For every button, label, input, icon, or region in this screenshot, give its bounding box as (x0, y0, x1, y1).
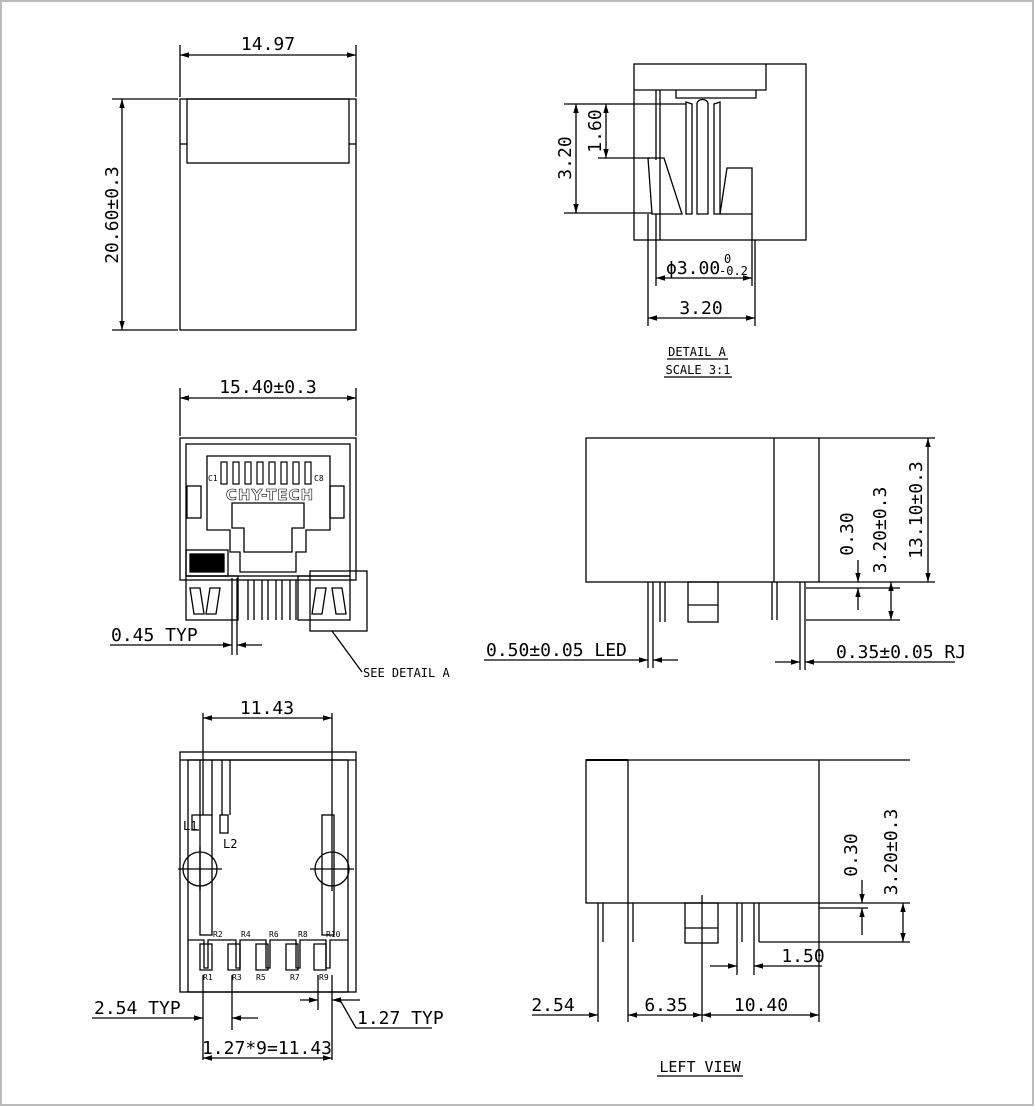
detail-a-phi-upper-tol: 0 (724, 252, 731, 266)
side-view-3-20-label: 3.20±0.3 (870, 487, 891, 574)
label-c1: C1 (208, 474, 218, 483)
brand-logo: CHY-TECH (226, 486, 314, 504)
pin-labels-bottom: R1 R3 R5 R7 R9 (203, 973, 329, 982)
detail-a-1-60-label: 1.60 (585, 109, 606, 152)
contact-pins (220, 461, 312, 485)
left-view (532, 759, 910, 1077)
top-view-body (179, 98, 357, 331)
label-c8: C8 (314, 474, 324, 483)
top-view-width-label: 14.97 (241, 34, 295, 55)
side-view-post (687, 581, 719, 623)
top-view (112, 45, 357, 331)
bottom-view-width-label: 11.43 (240, 698, 294, 719)
front-view-width-label: 15.40±0.3 (219, 377, 317, 398)
pin-width-typ-label: 0.45 TYP (111, 625, 198, 646)
detail-a (564, 63, 807, 378)
pin-label: R9 (319, 973, 329, 982)
left-view-title: LEFT VIEW (659, 1058, 741, 1076)
rj-pin-dim-label: 0.35±0.05 RJ (836, 642, 966, 663)
detail-a-callout-box (309, 570, 368, 632)
detail-a-3-20-v-label: 3.20 (555, 136, 576, 179)
pin-label: R7 (290, 973, 300, 982)
pin-label: R6 (269, 930, 279, 939)
left-view-3-20-label: 3.20±0.3 (881, 809, 902, 896)
led-window-left (186, 485, 202, 519)
detail-a-phi-label: ϕ3.00 (666, 258, 720, 279)
detail-a-outline (633, 63, 807, 241)
pin-label: R1 (203, 973, 213, 982)
led-pin-dim-label: 0.50±0.05 LED (486, 640, 627, 661)
top-view-height-label: 20.60±0.3 (102, 166, 123, 264)
pitch-total-label: 1.27*9=11.43 (202, 1038, 332, 1059)
bottom-view (92, 713, 432, 1061)
pin-label: R10 (326, 930, 341, 939)
left-view-body (585, 759, 820, 904)
side-view (484, 437, 955, 670)
pin-label: R5 (256, 973, 266, 982)
rj45-opening (206, 455, 331, 573)
led-window-right (329, 485, 345, 519)
pin-label: R2 (213, 930, 223, 939)
see-detail-a-label: SEE DETAIL A (363, 666, 450, 680)
left-view-6-35-label: 6.35 (644, 995, 687, 1016)
detail-a-phi-lower-tol: -0.2 (719, 264, 748, 278)
pin-labels-top: R2 R4 R6 R8 R10 (213, 930, 341, 939)
left-view-10-40-label: 10.40 (734, 995, 788, 1016)
pitch-1-27-typ-label: 1.27 TYP (357, 1008, 444, 1029)
detail-a-scale: SCALE 3:1 (665, 363, 730, 377)
left-view-2-54-label: 2.54 (531, 995, 574, 1016)
left-view-1-50-label: 1.50 (781, 946, 824, 967)
pin-label: R4 (241, 930, 251, 939)
side-view-13-10-label: 13.10±0.3 (906, 461, 927, 559)
left-view-0-30-label: 0.30 (841, 833, 862, 876)
detail-a-3-20-h-label: 3.20 (679, 298, 722, 319)
top-view-window (186, 98, 350, 164)
side-view-0-30-label: 0.30 (837, 512, 858, 555)
front-view (110, 388, 368, 673)
pin-label: R8 (298, 930, 308, 939)
side-view-body (585, 437, 820, 583)
detail-a-title: DETAIL A (668, 345, 727, 359)
pitch-2-54-typ-label: 2.54 TYP (94, 998, 181, 1019)
label-l2: L2 (223, 837, 237, 851)
label-l1: L1 (183, 819, 197, 833)
pin-label: R3 (232, 973, 242, 982)
